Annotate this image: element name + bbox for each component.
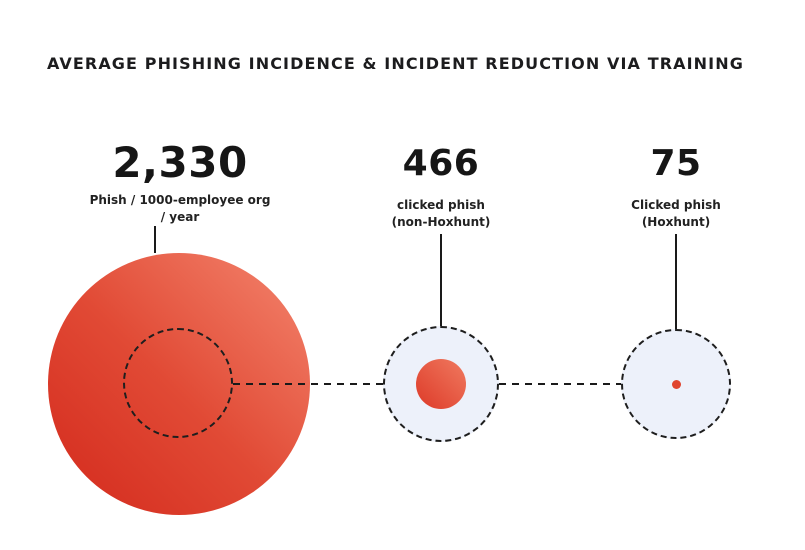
label-clicked-hoxhunt-line2: (Hoxhunt) <box>641 215 711 229</box>
pointer-line-clicked-non-hoxhunt <box>440 234 442 326</box>
label-clicked-non-hoxhunt-line1: clicked phish <box>397 198 485 212</box>
red-circle-clicked-non-hoxhunt <box>416 359 466 409</box>
red-dot-clicked-hoxhunt <box>671 379 681 389</box>
label-clicked-non-hoxhunt-line2: (non-Hoxhunt) <box>391 215 491 229</box>
label-clicked-hoxhunt: Clicked phish (Hoxhunt) <box>576 197 776 231</box>
label-clicked-non-hoxhunt: clicked phish (non-Hoxhunt) <box>341 197 541 231</box>
bubble-clicked-non-hoxhunt <box>383 326 499 442</box>
dashed-connector-1 <box>233 383 383 385</box>
value-clicked-non-hoxhunt: 466 <box>402 143 480 184</box>
label-clicked-hoxhunt-line1: Clicked phish <box>631 198 721 212</box>
chart-title: AVERAGE PHISHING INCIDENCE & INCIDENT RE… <box>47 54 744 73</box>
pointer-line-clicked-hoxhunt <box>675 234 677 329</box>
bubble-clicked-hoxhunt <box>621 329 731 439</box>
label-total-phish-line1: Phish / 1000-employee org <box>89 193 271 207</box>
value-total-phish: 2,330 <box>112 138 248 187</box>
dashed-reference-circle <box>123 328 233 438</box>
pointer-line-total-phish <box>154 226 156 253</box>
dashed-connector-2 <box>499 383 621 385</box>
label-total-phish-line2: / year <box>160 210 200 224</box>
value-clicked-hoxhunt: 75 <box>650 143 702 184</box>
label-total-phish: Phish / 1000-employee org / year <box>60 192 300 226</box>
